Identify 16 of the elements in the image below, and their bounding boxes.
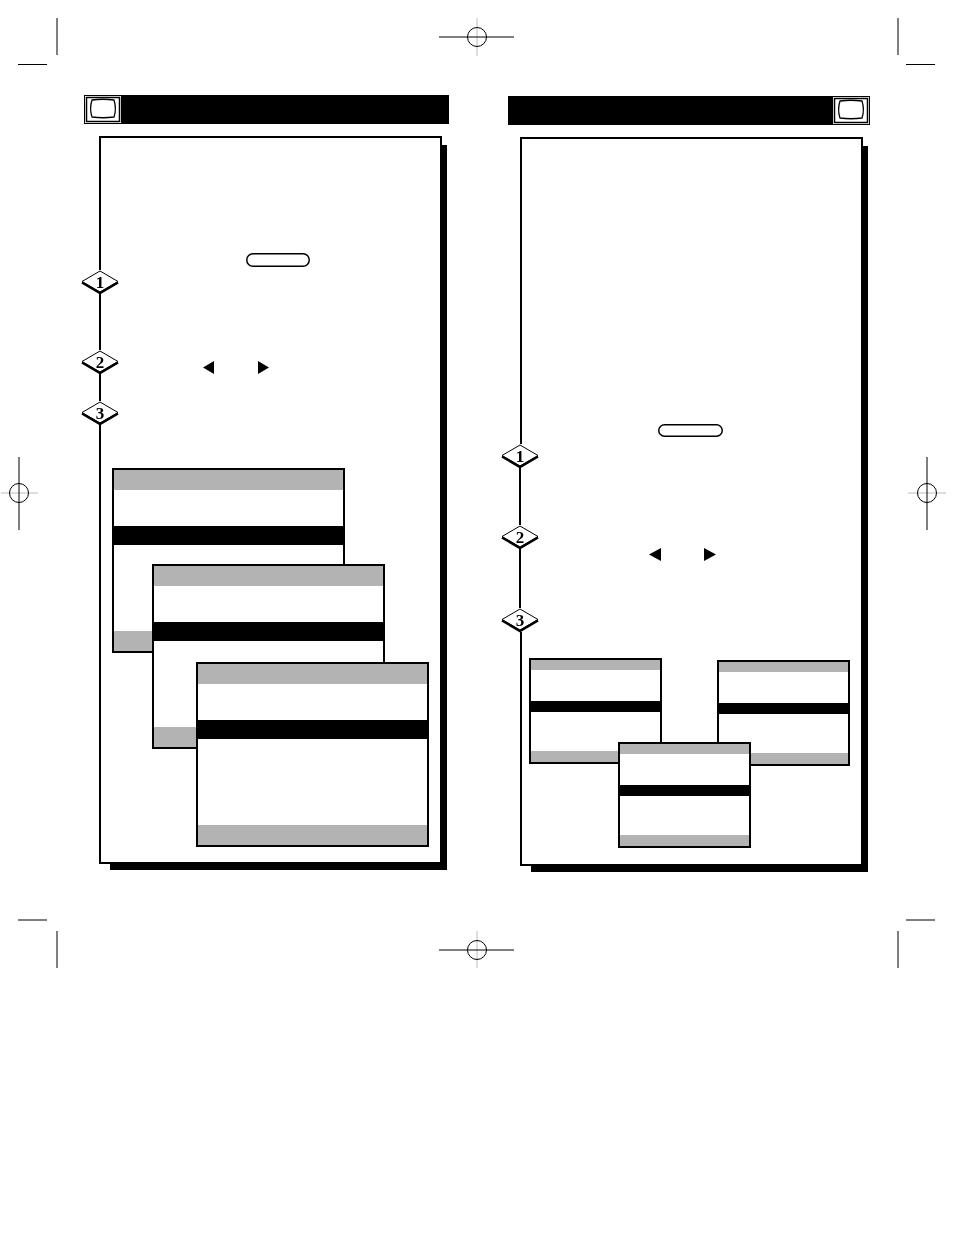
step-diamond <box>81 350 119 374</box>
step-number: 2 <box>515 528 525 546</box>
connector-line <box>519 548 521 609</box>
connector-line <box>99 373 101 402</box>
step-number: 3 <box>95 404 105 422</box>
step-number: 1 <box>95 273 105 291</box>
step-diamond <box>81 401 119 425</box>
connector-line <box>519 467 521 526</box>
step-diamond <box>501 444 539 468</box>
step-diamond <box>81 270 119 294</box>
step-diamond <box>501 525 539 549</box>
connector-line <box>99 293 101 351</box>
step-diamond <box>501 608 539 632</box>
step-number: 1 <box>515 447 525 465</box>
step-number: 3 <box>515 611 525 629</box>
step-number: 2 <box>95 353 105 371</box>
